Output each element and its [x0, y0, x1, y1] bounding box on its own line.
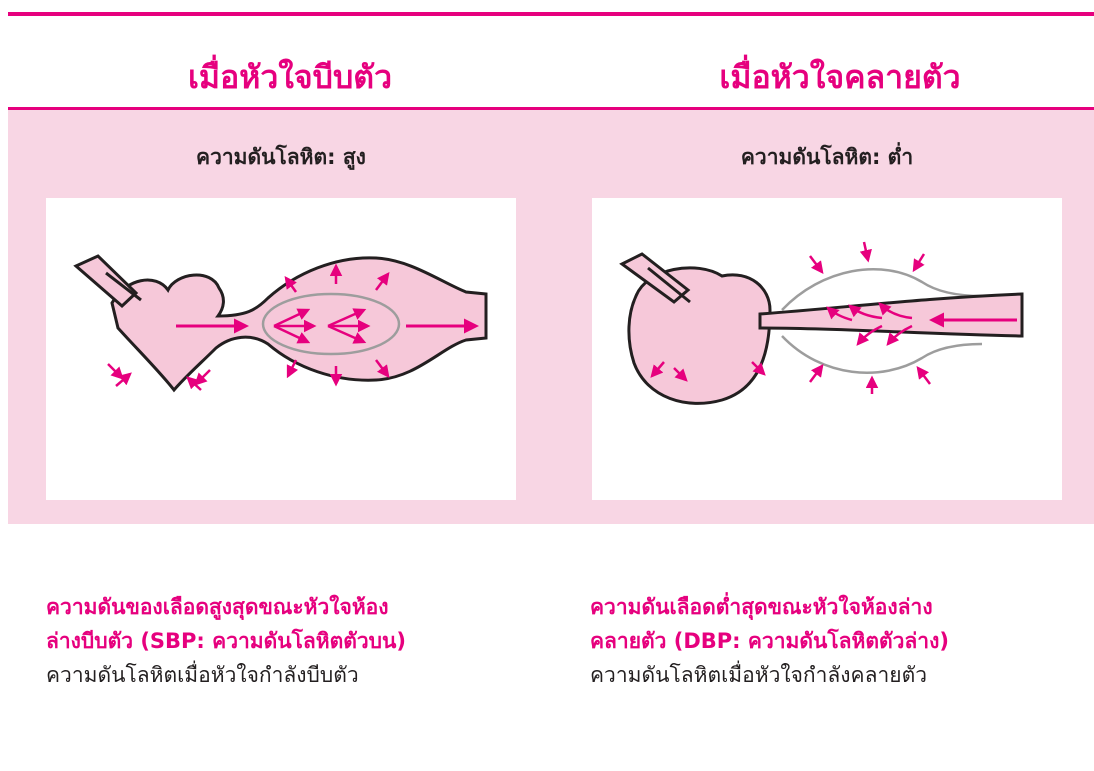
- header-rule: [8, 107, 1094, 110]
- heart-contracting-illustration: [73, 254, 488, 393]
- expanded-artery-outline: [781, 268, 983, 374]
- heading-relaxation: เมื่อหัวใจคลายตัว: [719, 58, 961, 96]
- diagram-heart-relaxing: [592, 198, 1062, 500]
- subtitle-low-pressure: ความดันโลหิต: ต่ำ: [740, 145, 914, 169]
- heart-and-artery: [110, 256, 488, 393]
- diastolic-description: ความดันโลหิตเมื่อหัวใจกำลังคลายตัว: [590, 663, 927, 687]
- diastolic-title-line2: คลายตัว (DBP: ความดันโลหิตตัวล่าง): [590, 629, 949, 653]
- heading-contraction: เมื่อหัวใจบีบตัว: [187, 58, 393, 96]
- systolic-description: ความดันโลหิตเมื่อหัวใจกำลังบีบตัว: [46, 663, 359, 687]
- diagram-heart-contracting: [46, 198, 516, 500]
- resting-artery-outline: [261, 292, 401, 356]
- subtitle-high-pressure: ความดันโลหิต: สูง: [196, 145, 366, 169]
- top-rule: [8, 12, 1094, 16]
- diastolic-title-line1: ความดันเลือดต่ำสุดขณะหัวใจห้องล่าง: [590, 595, 933, 619]
- relaxed-heart: [627, 266, 772, 405]
- systolic-title-line1: ความดันของเลือดสูงสุดขณะหัวใจห้อง: [46, 595, 389, 619]
- heart-relaxing-illustration: [619, 241, 1024, 405]
- inlet-vessel: [73, 254, 139, 309]
- inlet-vessel: [619, 252, 691, 304]
- narrowed-artery: [758, 292, 1024, 338]
- systolic-title-line2: ล่างบีบตัว (SBP: ความดันโลหิตตัวบน): [46, 629, 406, 653]
- caption-systolic: ความดันของเลือดสูงสุดขณะหัวใจห้อง ล่างบี…: [46, 590, 526, 692]
- caption-diastolic: ความดันเลือดต่ำสุดขณะหัวใจห้องล่าง คลายต…: [590, 590, 1070, 692]
